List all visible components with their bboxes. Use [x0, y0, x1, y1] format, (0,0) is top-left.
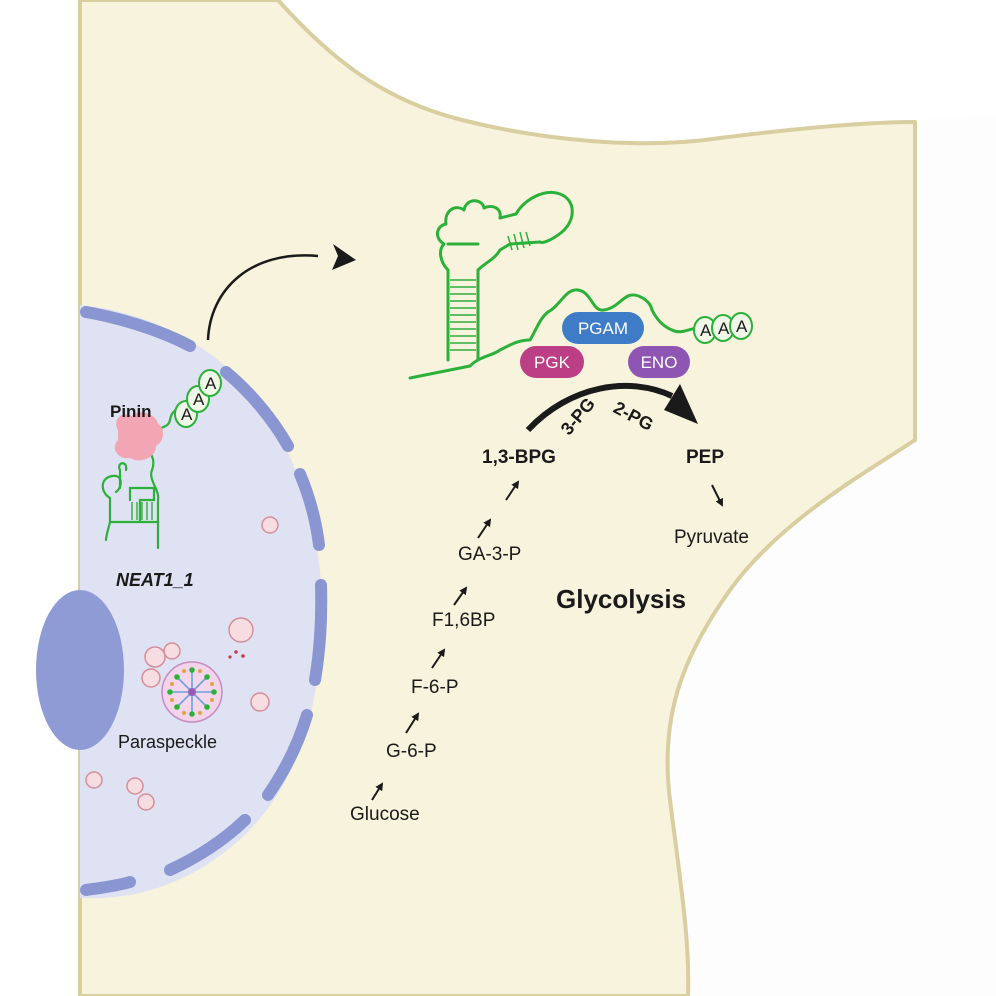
paraspeckle-icon	[161, 661, 223, 723]
polya-tail-cytoplasmic: A A A	[693, 312, 753, 344]
polya-letter: A	[205, 374, 217, 393]
pinin-protein	[114, 412, 164, 461]
label-f16bp: F1,6BP	[432, 610, 495, 631]
svg-text:PGK: PGK	[534, 353, 571, 372]
neat1-label: NEAT1_1	[116, 570, 194, 590]
neat1-rna-cytoplasmic	[408, 191, 702, 380]
polya-letter: A	[193, 390, 205, 409]
small-dots	[228, 650, 245, 659]
pinin-label: Pinin	[110, 402, 152, 421]
label-ga3p: GA-3-P	[458, 544, 521, 565]
label-g6p: G-6-P	[386, 741, 437, 762]
polya-tail-nuclear: A A A	[174, 369, 222, 428]
label-pyruvate: Pyruvate	[674, 527, 749, 548]
label-pep: PEP	[686, 447, 724, 468]
polya-letter: A	[700, 321, 712, 340]
nuclear-speckles	[85, 516, 279, 811]
neat1-stem-rungs	[131, 502, 153, 520]
label-13bpg: 1,3-BPG	[482, 447, 556, 468]
enzyme-pgam: PGAM	[562, 312, 644, 344]
polya-letter: A	[718, 319, 730, 338]
cyto-stem-rungs	[450, 231, 531, 351]
catalysis-arrow-head	[664, 384, 698, 424]
label-glucose: Glucose	[350, 804, 420, 825]
enzyme-eno: ENO	[628, 346, 690, 378]
label-f6p: F-6-P	[411, 677, 459, 698]
paraspeckle-label: Paraspeckle	[118, 732, 217, 752]
pathway-arrows	[371, 480, 723, 801]
nuclear-envelope	[80, 306, 328, 896]
svg-text:ENO: ENO	[641, 353, 678, 372]
polya-letter: A	[736, 317, 748, 336]
catalysis-arrow	[525, 382, 674, 433]
nucleolus	[36, 590, 124, 750]
glycolysis-title: Glycolysis	[556, 584, 686, 614]
export-arrow	[206, 254, 319, 341]
enzyme-pgk: PGK	[520, 346, 584, 378]
polya-letter: A	[181, 405, 193, 424]
svg-text:PGAM: PGAM	[578, 319, 628, 338]
export-arrow-head	[332, 244, 356, 270]
